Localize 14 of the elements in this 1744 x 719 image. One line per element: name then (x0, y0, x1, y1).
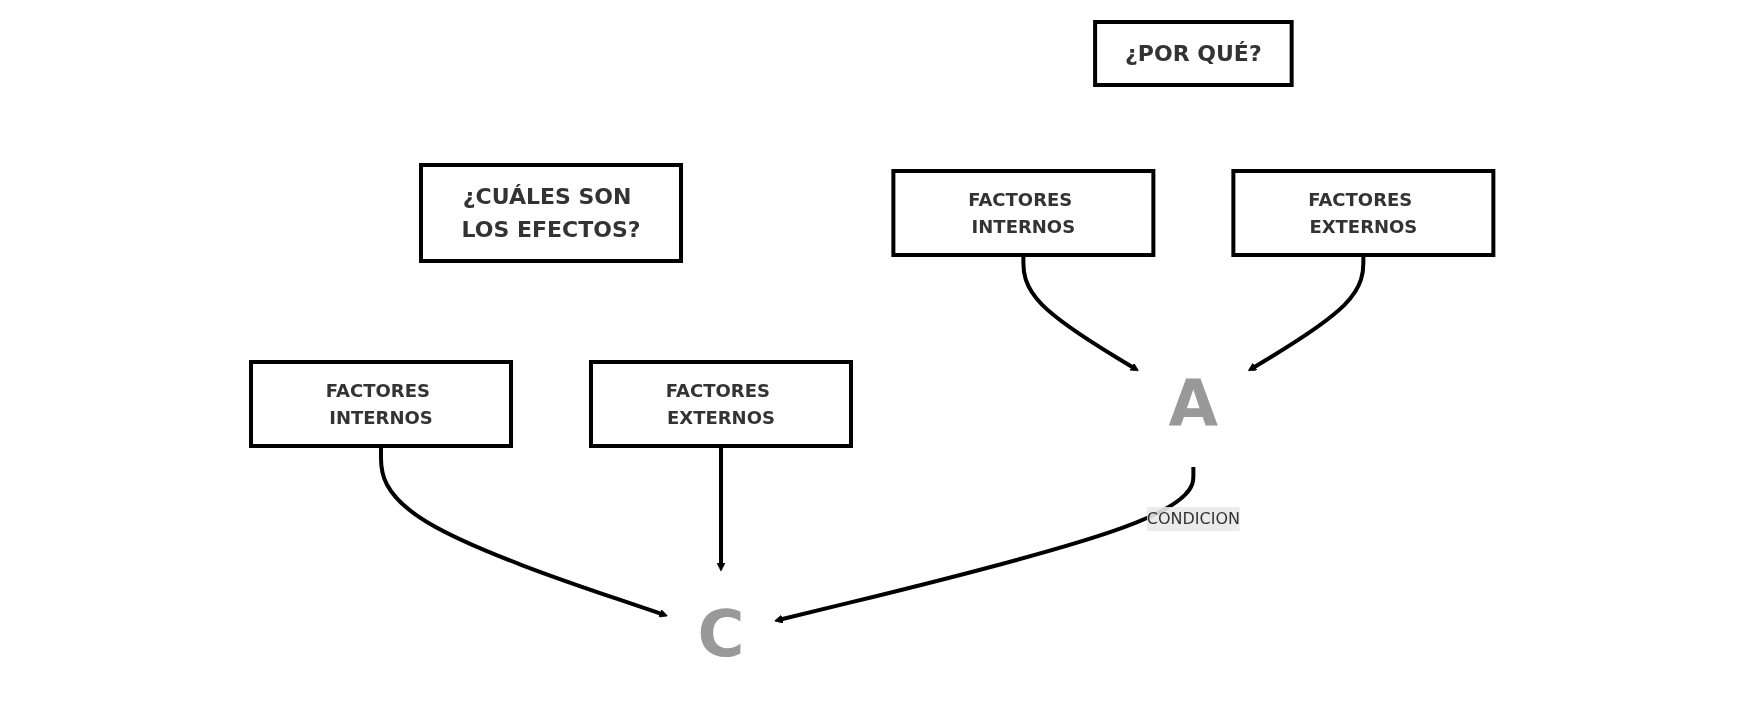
arrow (378, 446, 668, 618)
arrow (716, 446, 726, 572)
node-box: FACTORES INTERNOS (891, 169, 1156, 257)
node-box: ¿POR QUÉ? (1092, 20, 1294, 87)
edge-label: CONDICION (1146, 508, 1240, 528)
arrow (773, 467, 1196, 624)
node-box: FACTORES INTERNOS (248, 360, 513, 448)
arrow (1247, 255, 1366, 372)
arrow (1021, 255, 1139, 372)
node-box: ¿CUÁLES SON LOS EFECTOS? (418, 163, 683, 263)
node-box: FACTORES EXTERNOS (1231, 169, 1496, 257)
node-text: C (697, 596, 745, 671)
node-text: A (1168, 366, 1218, 441)
node-box: FACTORES EXTERNOS (588, 360, 853, 448)
